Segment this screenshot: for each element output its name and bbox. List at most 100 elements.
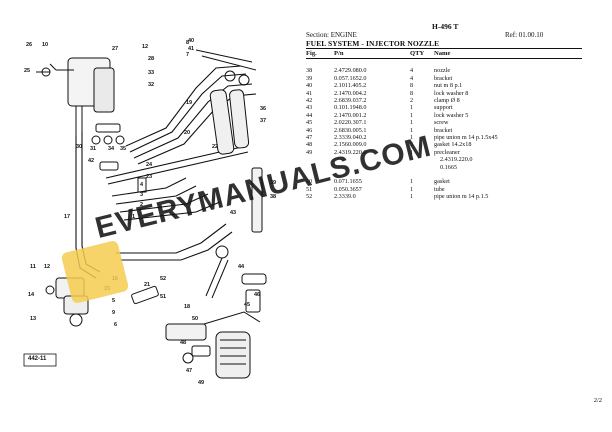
cell-name: gasket (434, 178, 450, 186)
col-pn: P/n (334, 50, 344, 57)
table-header: Fig. P/n QTY Name (306, 48, 582, 60)
svg-text:15: 15 (104, 286, 110, 292)
cell-pn: 2.4729.080.0 (334, 67, 367, 75)
cell-name: lock washer 5 (434, 111, 469, 119)
svg-text:12: 12 (44, 264, 50, 270)
cell-fig: 50 (306, 178, 313, 186)
svg-text:22: 22 (212, 144, 218, 150)
cell-name: 2.4319.220.0 (440, 156, 473, 164)
svg-text:36: 36 (260, 106, 266, 112)
svg-text:52: 52 (160, 276, 166, 282)
cell-qty (410, 164, 434, 171)
cell-fig: 46 (306, 126, 313, 134)
cell-qty: 1 (410, 104, 414, 112)
cell-pn: 2.3339.040.2 (334, 134, 367, 142)
cell-pn (334, 156, 410, 163)
cell-fig: 51 (306, 185, 313, 193)
cell-qty: 2 (410, 97, 414, 105)
cell-fig: 41 (306, 89, 313, 97)
cell-pn: 0.050.3657 (334, 185, 362, 193)
document-id: H-496 T (432, 22, 459, 31)
cell-fig: 49 (306, 148, 313, 156)
col-fig: Fig. (306, 50, 317, 57)
col-qty: QTY (410, 50, 425, 57)
svg-text:19: 19 (186, 100, 192, 106)
svg-text:18: 18 (184, 304, 190, 310)
svg-text:10: 10 (42, 42, 48, 48)
cell-qty: 1 (410, 193, 414, 201)
page-title: FUEL SYSTEM - INJECTOR NOZZLE (306, 39, 440, 48)
cell-pn: 0.071.1655 (334, 178, 362, 186)
svg-text:2: 2 (140, 202, 143, 208)
cell-qty: 4 (410, 74, 414, 82)
svg-text:17: 17 (64, 214, 70, 220)
cell-fig: 42 (306, 97, 313, 105)
svg-text:3: 3 (140, 192, 143, 198)
cell-fig: 48 (306, 141, 313, 149)
svg-text:47: 47 (186, 368, 192, 374)
injection-pump-drawing (36, 57, 115, 136)
cell-fig (306, 164, 334, 171)
cell-pn: 0.101.1948.0 (334, 104, 367, 112)
cell-fig (306, 156, 334, 163)
cell-pn: 2.0220.307.1 (334, 119, 367, 127)
table-row: 2.4319.220.0 (306, 156, 582, 163)
svg-text:9: 9 (112, 310, 115, 316)
cell-qty: 1 (410, 126, 414, 134)
svg-text:50: 50 (192, 316, 198, 322)
cell-pn: 0.057.1652.0 (334, 74, 367, 82)
cell-qty: 4 (410, 67, 414, 75)
svg-text:40: 40 (188, 38, 194, 44)
svg-text:30: 30 (76, 144, 82, 150)
cell-name: pipe union m 14 p.1.5 (434, 193, 489, 201)
cell-fig: 43 (306, 104, 313, 112)
cell-fig: 38 (306, 67, 313, 75)
table-row: 0.1665 (306, 164, 582, 171)
cell-fig: 44 (306, 111, 313, 119)
injector-pipes-drawing (75, 65, 257, 279)
cell-qty: 1 (410, 119, 414, 127)
svg-text:25: 25 (24, 68, 30, 74)
cell-qty: 5 (410, 141, 414, 149)
cell-pn: 2.4319.220.0 (334, 148, 367, 156)
svg-text:34: 34 (108, 146, 115, 152)
svg-text:21: 21 (144, 282, 150, 288)
svg-text:41: 41 (188, 46, 194, 52)
reference-label: Ref: 01.00.10 (505, 31, 544, 39)
cell-qty: 1 (410, 134, 414, 142)
cell-qty: 8 (410, 82, 414, 90)
svg-text:28: 28 (148, 56, 154, 62)
nozzle-assembly-drawing (195, 49, 257, 155)
col-name: Name (434, 50, 451, 57)
cell-pn: 2.6830.005.1 (334, 126, 367, 134)
cell-fig: 40 (306, 82, 313, 90)
svg-text:42: 42 (88, 158, 94, 164)
svg-text:16: 16 (112, 276, 118, 282)
svg-text:5: 5 (112, 298, 115, 304)
svg-text:23: 23 (146, 174, 152, 180)
cell-name: bracket (434, 74, 453, 82)
cell-fig: 47 (306, 134, 313, 142)
svg-text:43: 43 (230, 210, 236, 216)
cell-qty: 1 (410, 148, 414, 156)
cell-qty: 1 (410, 185, 414, 193)
svg-text:14: 14 (28, 292, 35, 298)
svg-text:44: 44 (238, 264, 245, 270)
svg-text:49: 49 (198, 380, 204, 386)
cell-name: screw (434, 119, 449, 127)
cell-fig: 52 (306, 193, 313, 201)
svg-text:31: 31 (90, 146, 96, 152)
